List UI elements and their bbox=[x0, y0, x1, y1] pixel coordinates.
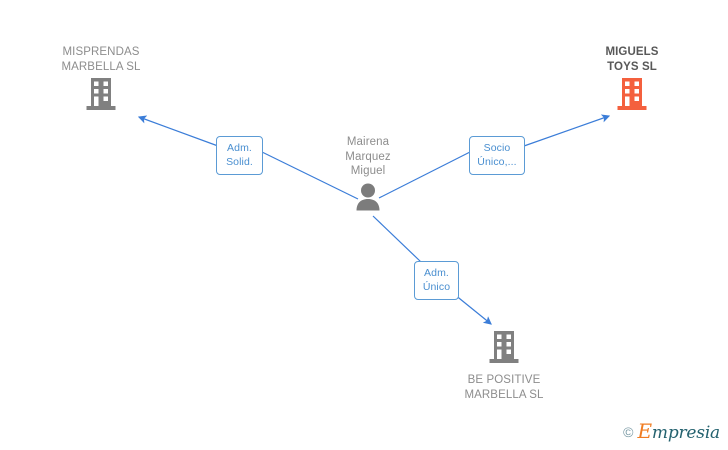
node-misprendas[interactable]: MISPRENDAS MARBELLA SL bbox=[21, 45, 181, 116]
node-be-positive[interactable]: BE POSITIVE MARBELLA SL bbox=[424, 330, 584, 402]
edge-line-badge-adm-solid-to-misprendas bbox=[137, 115, 219, 147]
edge-line-person-to-badge-socio-unico bbox=[378, 151, 471, 199]
relation-badge-socio-unico[interactable]: Socio Único,... bbox=[469, 136, 525, 175]
brand-logo-rest: mpresia bbox=[651, 423, 720, 443]
relation-badge-adm-solid[interactable]: Adm. Solid. bbox=[216, 136, 263, 175]
node-label-be-positive: BE POSITIVE MARBELLA SL bbox=[464, 374, 544, 401]
edge-line-badge-socio-unico-to-miguels-toys bbox=[523, 114, 611, 147]
brand-logo-initial: E bbox=[637, 419, 653, 443]
empresia-watermark: © Empresia bbox=[623, 421, 720, 442]
person-icon bbox=[288, 182, 448, 217]
building-icon bbox=[424, 330, 584, 369]
copyright-icon: © bbox=[623, 423, 634, 440]
node-person[interactable]: Mairena Marquez Miguel bbox=[288, 135, 448, 217]
brand-logo-text: Empresia bbox=[638, 421, 721, 442]
edge-line-person-to-badge-adm-unico bbox=[372, 215, 422, 263]
node-label-miguels-toys: MIGUELS TOYS SL bbox=[605, 46, 659, 73]
node-label-misprendas: MISPRENDAS MARBELLA SL bbox=[61, 46, 141, 73]
node-label-person: Mairena Marquez Miguel bbox=[345, 136, 391, 177]
edge-line-person-to-badge-adm-solid bbox=[261, 151, 359, 200]
relation-badge-adm-unico[interactable]: Adm. Único bbox=[414, 261, 459, 300]
building-icon bbox=[21, 77, 181, 116]
building-icon bbox=[552, 77, 712, 116]
node-miguels-toys[interactable]: MIGUELS TOYS SL bbox=[552, 45, 712, 116]
